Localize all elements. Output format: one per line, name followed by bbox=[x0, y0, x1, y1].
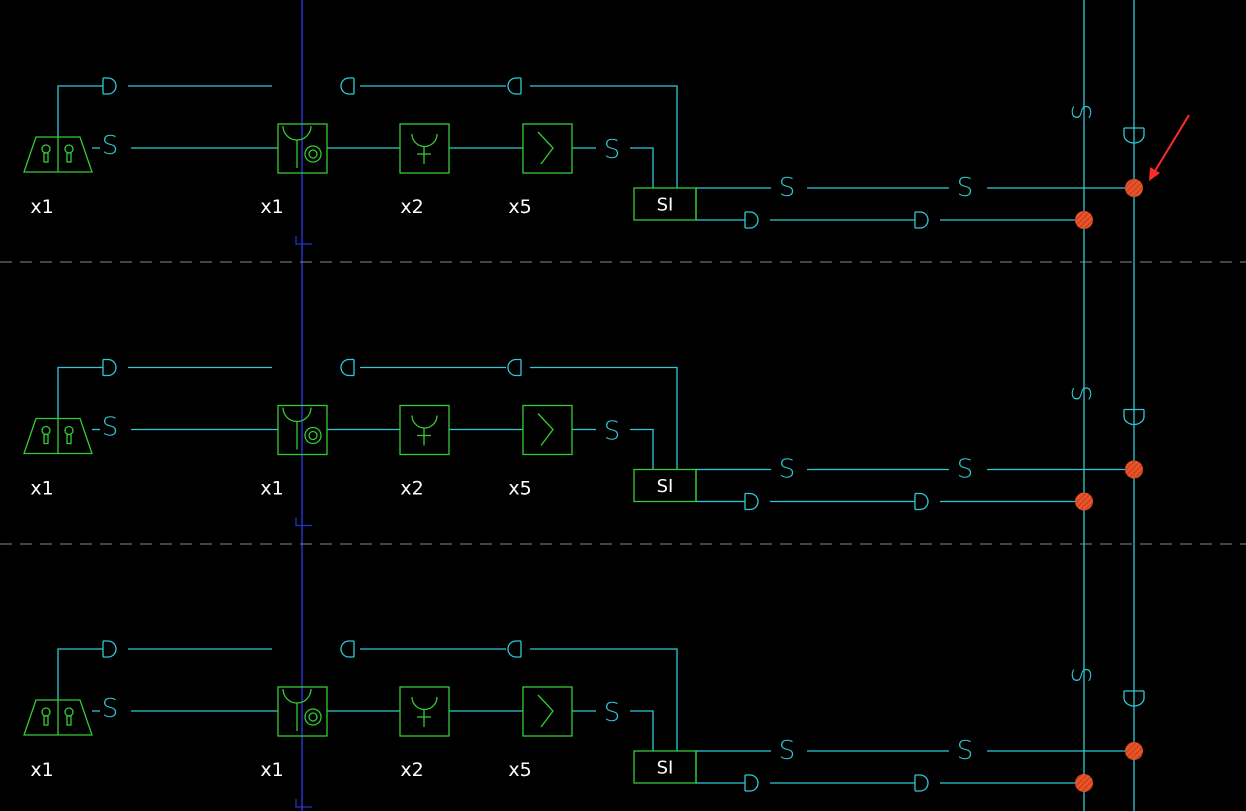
d-marker-vertical bbox=[1123, 408, 1145, 426]
quantity-label: x1 bbox=[30, 759, 53, 781]
controller-icon bbox=[277, 404, 328, 456]
s-marker: S bbox=[102, 413, 119, 443]
s-marker: S bbox=[779, 736, 796, 766]
d-marker-vertical bbox=[1123, 690, 1145, 707]
d-marker bbox=[340, 358, 355, 377]
wire bbox=[57, 366, 103, 420]
sounder-icon bbox=[399, 404, 450, 456]
s-marker: S bbox=[957, 173, 974, 203]
wire bbox=[630, 428, 654, 470]
wire bbox=[630, 147, 654, 188]
wire bbox=[530, 366, 678, 470]
junction-dot-icon bbox=[1125, 742, 1143, 760]
s-marker: S bbox=[779, 173, 796, 203]
s-marker: S bbox=[102, 694, 119, 724]
s-marker: S bbox=[102, 131, 119, 161]
quantity-label: x1 bbox=[260, 478, 283, 500]
d-marker bbox=[744, 492, 759, 511]
quantity-label: x2 bbox=[400, 759, 423, 781]
si-label: SI bbox=[657, 195, 674, 216]
junction-dot-icon bbox=[1125, 460, 1143, 479]
s-marker-vertical: S bbox=[1068, 385, 1098, 402]
s-marker: S bbox=[957, 736, 974, 766]
sounder-icon bbox=[399, 123, 450, 174]
red-arrow-icon bbox=[1149, 114, 1190, 181]
d-marker bbox=[744, 774, 759, 792]
junction-dot-icon bbox=[1125, 179, 1143, 197]
s-marker-vertical: S bbox=[1068, 667, 1098, 684]
riser-tick bbox=[295, 799, 312, 808]
quantity-label: x2 bbox=[400, 478, 423, 500]
quantity-label: x5 bbox=[508, 196, 531, 218]
circuit-row: S S SI S S Sx1 x1 x2 x5 bbox=[23, 358, 1145, 527]
quantity-label: x5 bbox=[508, 478, 531, 500]
d-marker bbox=[340, 640, 355, 658]
s-marker-vertical: S bbox=[1068, 104, 1098, 121]
quantity-label: x5 bbox=[508, 759, 531, 781]
quantity-label: x1 bbox=[30, 478, 53, 500]
strobe-icon bbox=[522, 686, 573, 737]
junction-dot-icon bbox=[1075, 211, 1093, 229]
strobe-icon bbox=[522, 404, 573, 456]
d-marker bbox=[507, 358, 522, 377]
circuit-row: S S SI S S Sx1 x1 x2 x5 bbox=[23, 77, 1145, 245]
s-marker: S bbox=[604, 698, 621, 728]
card-reader-icon bbox=[23, 136, 93, 173]
riser-tick bbox=[295, 517, 312, 527]
d-marker bbox=[102, 77, 117, 95]
d-marker bbox=[744, 211, 759, 229]
junction-dot-icon bbox=[1075, 492, 1093, 511]
d-marker bbox=[914, 774, 929, 792]
wire bbox=[530, 85, 678, 188]
controller-icon bbox=[277, 686, 328, 737]
wire bbox=[630, 710, 654, 751]
s-marker: S bbox=[604, 135, 621, 165]
d-marker bbox=[914, 492, 929, 511]
s-marker: S bbox=[779, 455, 796, 485]
strobe-icon bbox=[522, 123, 573, 174]
quantity-label: x2 bbox=[400, 196, 423, 218]
wire bbox=[57, 648, 103, 701]
sounder-icon bbox=[399, 686, 450, 737]
card-reader-icon bbox=[23, 699, 93, 736]
d-marker bbox=[507, 77, 522, 95]
card-reader-icon bbox=[23, 417, 93, 455]
riser-tick bbox=[295, 236, 312, 245]
quantity-label: x1 bbox=[260, 196, 283, 218]
d-marker bbox=[340, 77, 355, 95]
wire bbox=[530, 648, 678, 751]
d-marker bbox=[914, 211, 929, 229]
d-marker bbox=[102, 640, 117, 658]
s-marker: S bbox=[957, 455, 974, 485]
junction-dot-icon bbox=[1075, 774, 1093, 792]
quantity-label: x1 bbox=[30, 196, 53, 218]
controller-icon bbox=[277, 123, 328, 174]
circuit-row: S S SI S S Sx1 x1 x2 x5 bbox=[23, 640, 1145, 808]
si-label: SI bbox=[657, 476, 674, 497]
s-marker: S bbox=[604, 417, 621, 447]
d-marker bbox=[507, 640, 522, 658]
d-marker bbox=[102, 358, 117, 377]
si-label: SI bbox=[657, 758, 674, 779]
wire bbox=[57, 85, 103, 138]
d-marker-vertical bbox=[1123, 127, 1145, 144]
quantity-label: x1 bbox=[260, 759, 283, 781]
